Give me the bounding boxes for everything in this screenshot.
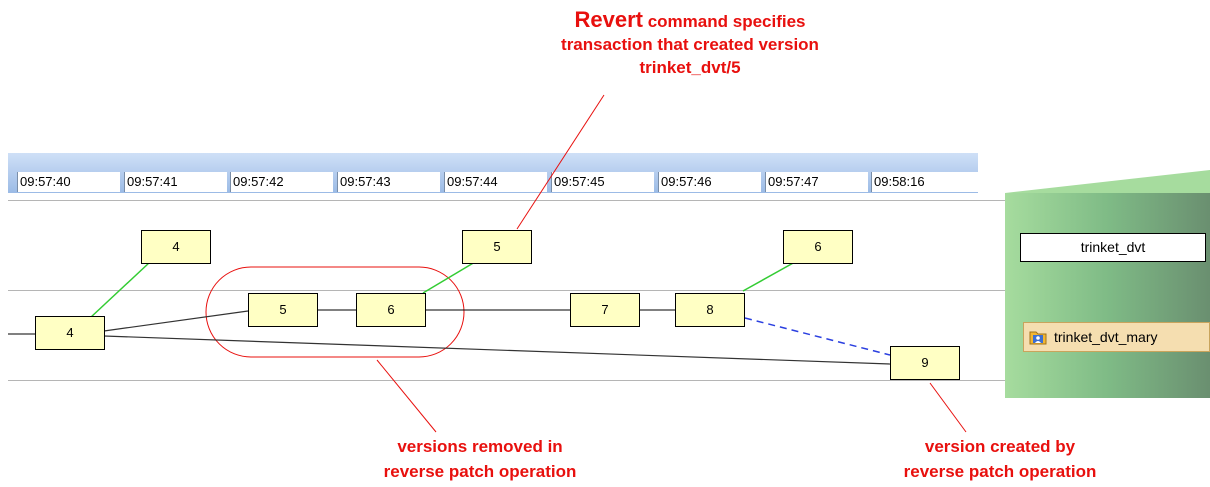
merge-line [742, 261, 796, 292]
created-pointer [929, 382, 967, 433]
removed-versions-ellipse [205, 266, 465, 358]
removed-text-1: versions removed in [397, 437, 563, 456]
merge-line [422, 261, 476, 294]
timeline-tick: 09:57:41 [124, 172, 227, 192]
lane-separator [8, 200, 1005, 201]
removed-text-2: reverse patch operation [383, 462, 577, 481]
timeline-tick: 09:57:45 [551, 172, 654, 192]
created-text-1: version created by [924, 437, 1076, 456]
revert-text-1: command specifies [647, 12, 806, 31]
timeline-tick: 09:57:43 [337, 172, 440, 192]
timeline-tick: 09:57:44 [444, 172, 547, 192]
branch-panel [1005, 193, 1210, 398]
revert-keyword: Revert [574, 7, 643, 32]
removed-callout: versions removed in reverse patch operat… [300, 434, 660, 484]
branch-trinket-dvt-mary[interactable]: trinket_dvt_mary [1023, 322, 1210, 352]
version-node-mary-7[interactable]: 7 [570, 293, 640, 327]
version-line [103, 335, 891, 365]
timeline-tick: 09:57:40 [17, 172, 120, 192]
created-callout: version created by reverse patch operati… [820, 434, 1180, 484]
revert-callout: Revert command specifies transaction tha… [470, 8, 910, 79]
branch-trinket-dvt[interactable]: trinket_dvt [1020, 233, 1206, 262]
version-node-mary-6[interactable]: 6 [356, 293, 426, 327]
version-node-trinket-dvt-5[interactable]: 5 [462, 230, 532, 264]
removed-pointer [376, 359, 437, 433]
merge-line [89, 261, 151, 319]
revert-pointer [516, 94, 605, 230]
version-node-mary-8[interactable]: 8 [675, 293, 745, 327]
branch-panel-bevel [1005, 170, 1210, 193]
lane-separator [8, 290, 1005, 291]
timeline-tick: 09:57:42 [230, 172, 333, 192]
version-node-trinket-dvt-6[interactable]: 6 [783, 230, 853, 264]
reverse-patch-link [744, 317, 891, 356]
created-text-2: reverse patch operation [903, 462, 1097, 481]
timeline-tick: 09:58:16 [871, 172, 978, 192]
lane-separator [8, 380, 1005, 381]
version-line [103, 310, 249, 332]
timeline-tick: 09:57:46 [658, 172, 761, 192]
revert-text-2: transaction that created version [561, 35, 819, 54]
folder-user-icon [1029, 331, 1047, 345]
revert-text-3: trinket_dvt/5 [639, 58, 741, 77]
version-node-mary-9[interactable]: 9 [890, 346, 960, 380]
timeline-tick: 09:57:47 [765, 172, 868, 192]
version-node-trinket-dvt-4[interactable]: 4 [141, 230, 211, 264]
version-node-mary-4[interactable]: 4 [35, 316, 105, 350]
version-node-mary-5[interactable]: 5 [248, 293, 318, 327]
branch-mary-label: trinket_dvt_mary [1054, 329, 1158, 345]
